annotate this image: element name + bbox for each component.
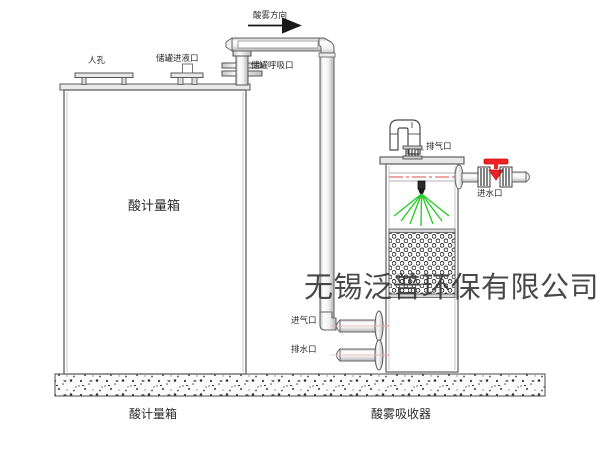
manhole-fitting — [74, 72, 134, 85]
drain-outlet-nozzle — [330, 339, 389, 371]
tank-fill-port-label: 储罐进液口 — [156, 54, 199, 64]
vertical-riser-pipe — [318, 52, 337, 331]
acid-metering-tank — [59, 83, 251, 375]
tank-breather-port-label: 储罐呼吸口 — [251, 61, 294, 71]
tank-breather-port-fitting — [221, 50, 263, 86]
foundation-slab — [54, 373, 546, 397]
acid-mist-top-duct — [225, 37, 335, 57]
exhaust-port-label: 排气口 — [426, 142, 452, 152]
air-inlet-nozzle — [330, 310, 389, 342]
tank-body-label: 酸计量箱 — [128, 199, 181, 214]
caption-right: 酸雾吸收器 — [371, 407, 432, 421]
tank-fill-port-fitting — [170, 63, 204, 85]
air-inlet-label: 进气口 — [291, 316, 317, 326]
exhaust-elbow-fitting — [389, 119, 423, 160]
drain-outlet-label: 排水口 — [291, 345, 317, 355]
water-inlet-piping — [454, 158, 530, 190]
caption-left: 酸计量箱 — [129, 407, 178, 421]
spray-lines — [393, 193, 450, 227]
water-inlet-label: 进水口 — [477, 189, 503, 199]
flow-direction-label: 酸雾方向 — [253, 11, 288, 21]
spray-nozzle-assembly — [393, 180, 450, 227]
manhole-label: 人孔 — [88, 56, 106, 66]
